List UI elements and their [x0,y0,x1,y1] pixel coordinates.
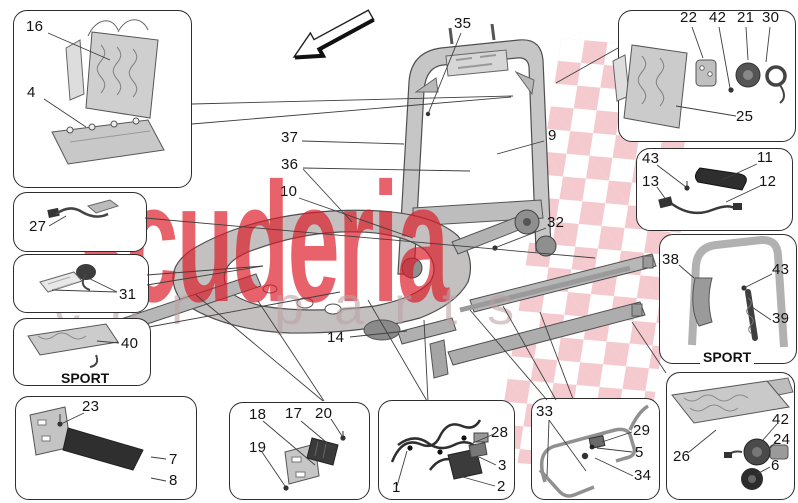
callout-30[interactable]: 30 [762,9,780,26]
callout-12[interactable]: 12 [759,173,777,190]
direction-arrow [292,9,375,60]
callout-33[interactable]: 33 [536,403,554,420]
callout-16[interactable]: 16 [26,18,44,35]
callout-28[interactable]: 28 [491,424,509,441]
callout-24[interactable]: 24 [773,431,791,448]
callout-32[interactable]: 32 [547,214,565,231]
callout-1[interactable]: 1 [392,479,401,496]
callout-5[interactable]: 5 [635,444,644,461]
callout-11[interactable]: 11 [757,149,774,166]
callout-43b[interactable]: 43 [772,261,790,278]
callout-14[interactable]: 14 [327,329,345,346]
callout-21[interactable]: 21 [737,9,755,26]
callout-2[interactable]: 2 [497,478,506,495]
callout-8[interactable]: 8 [169,472,178,489]
callout-17[interactable]: 17 [285,405,303,422]
callout-25[interactable]: 25 [736,108,754,125]
sport-badge-right: SPORT [700,350,755,364]
part-group-occupant-sensor[interactable] [13,254,149,313]
callout-42[interactable]: 42 [709,9,727,26]
part-group-backrest-sport[interactable] [659,234,797,364]
callout-6[interactable]: 6 [771,457,780,474]
callout-20[interactable]: 20 [315,405,333,422]
callout-19[interactable]: 19 [249,439,267,456]
callout-13[interactable]: 13 [642,173,660,190]
callout-40[interactable]: 40 [121,335,139,352]
callout-43[interactable]: 43 [642,150,660,167]
callout-36[interactable]: 36 [281,156,299,173]
callout-29[interactable]: 29 [633,422,651,439]
callout-31[interactable]: 31 [119,286,137,303]
callout-27[interactable]: 27 [29,218,47,235]
callout-38[interactable]: 38 [662,251,680,268]
callout-9[interactable]: 9 [548,127,557,144]
callout-39[interactable]: 39 [772,310,790,327]
part-group-backrest-pad-blower[interactable] [618,10,796,142]
part-group-harness-clip[interactable] [13,192,147,252]
callout-42b[interactable]: 42 [772,411,790,428]
callout-18[interactable]: 18 [249,406,267,423]
callout-7[interactable]: 7 [169,451,178,468]
callout-23[interactable]: 23 [82,398,100,415]
part-group-backrest-pads[interactable] [13,10,192,188]
callout-3[interactable]: 3 [498,457,507,474]
sport-badge-left: SPORT [58,371,113,385]
callout-10[interactable]: 10 [280,183,298,200]
callout-4[interactable]: 4 [27,84,36,101]
callout-34[interactable]: 34 [634,467,652,484]
callout-26[interactable]: 26 [673,448,691,465]
callout-37[interactable]: 37 [281,129,299,146]
callout-35[interactable]: 35 [454,15,472,32]
callout-22[interactable]: 22 [680,9,698,26]
